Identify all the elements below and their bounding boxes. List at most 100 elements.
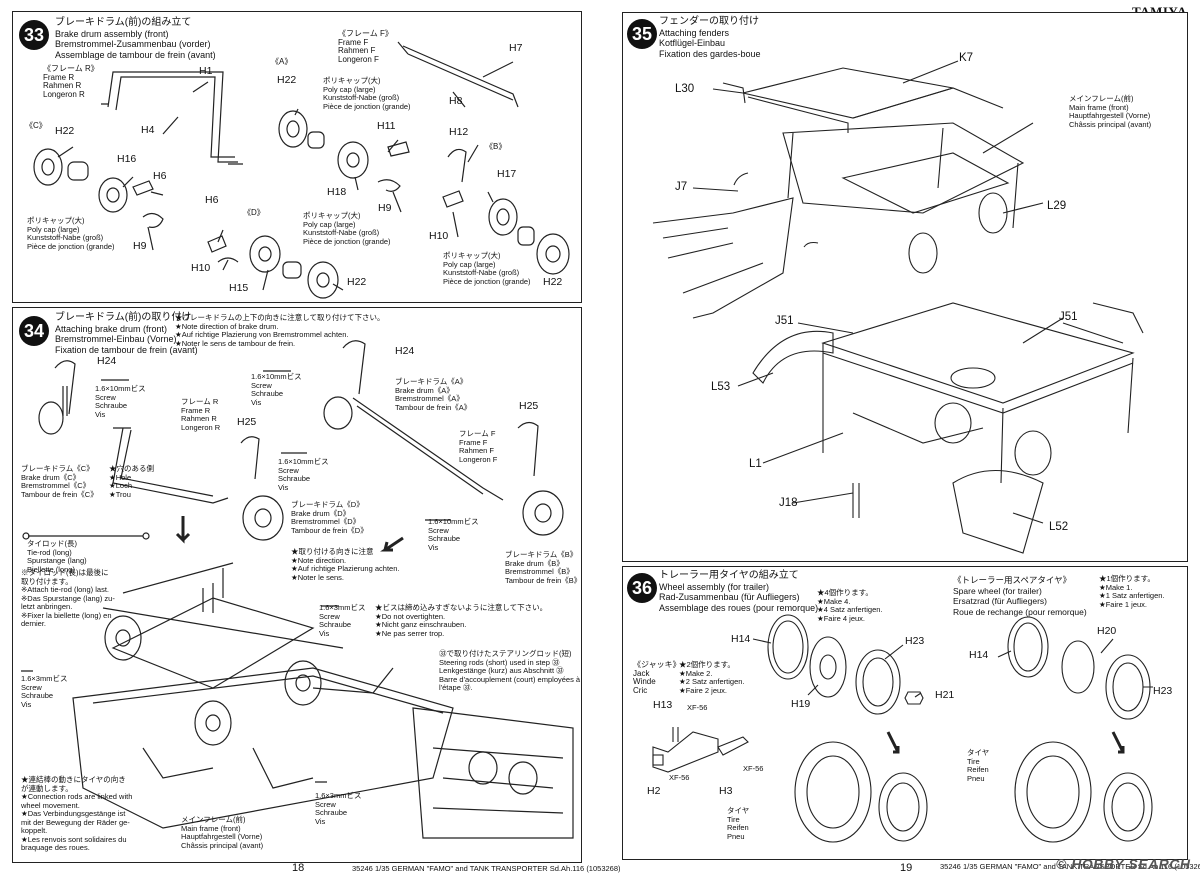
part-label-h24-left: H24 [97,355,117,367]
step-33-frame-f: 《フレーム F》 Frame F Rahmen F Longeron F [338,29,393,64]
part-label-j51-right: J51 [1059,311,1078,323]
step-36-title-de: Rad-Zusammenbau (für Aufliegers) [659,592,800,602]
step-34-illustration [21,340,574,839]
part-label-l1: L1 [749,458,762,470]
step-36-make-4: ★4個作ります。 ★Make 4. ★4 Satz anfertigen. ★F… [817,588,883,623]
part-label-a: 《A》 [271,57,293,66]
step-36-number: 36 [627,573,657,603]
step-34-drum-direction-note: ★ブレーキドラムの上下の向きに注意して取り付けて下さい。 ★Note direc… [175,313,385,348]
step-35-title-fr: Fixation des gardes-boue [659,48,761,59]
footer-left: 35246 1/35 GERMAN "FAMO" and TANK TRANSP… [352,864,621,873]
part-label-h23-spare: H23 [1153,685,1173,697]
step-34-screw-3-a: 1.6×3mmビス Screw Schraube Vis [319,603,366,638]
step-34-title-jp: ブレーキドラム(前)の取り付け [55,312,192,323]
part-label-h19: H19 [791,698,811,710]
step-33-polycap-b: ポリキャップ(大) Poly cap (large) Kunststoff-Na… [443,251,531,286]
part-label-h22-d: H22 [347,276,367,288]
step-34-screw-10-mid: 1.6×10mmビス Screw Schraube Vis [251,372,302,407]
step-34-drum-c: ブレーキドラム《C》 Brake drum《C》 Bremstrommel《C》… [21,464,98,499]
step-34-frame-r: フレーム R Frame R Rahmen R Longeron R [181,397,221,432]
step-35-number: 35 [627,19,657,49]
part-label-h20: H20 [1097,625,1117,637]
step-33-frame-r: 《フレーム R》 Frame R Rahmen R Longeron R [43,64,99,99]
part-label-h12: H12 [449,126,469,138]
step-34-screw-3-c: 1.6×3mmビス Screw Schraube Vis [315,791,362,826]
part-label-h11: H11 [377,120,396,132]
part-label-h2: H2 [647,785,661,797]
step-34-title: ブレーキドラム(前)の取り付け Attaching brake drum (fr… [55,312,198,355]
step-36-title: トレーラー用タイヤの組み立て Wheel assembly (for trail… [659,570,819,613]
step-33-title-en: Brake drum assembly (front) [55,28,169,39]
part-label-h6-d: H6 [205,194,219,206]
paint-xf56-b: XF-56 [669,773,690,782]
part-label-h22-a: H22 [277,74,297,86]
part-label-h25-left: H25 [237,416,257,428]
step-34-linked-note: ★連結棒の動きにタイヤの向き が連動します。 ★Connection rods … [21,775,133,852]
step-34-screw-10-b: 1.6×10mmビス Screw Schraube Vis [428,517,479,552]
step-34-screw-10-d: 1.6×10mmビス Screw Schraube Vis [278,457,329,492]
part-label-h18: H18 [327,186,347,198]
page-number-right: 19 [900,862,913,874]
step-33-polycap-c: ポリキャップ(大) Poly cap (large) Kunststoff-Na… [27,216,115,251]
step-33-title-jp: ブレーキドラム(前)の組み立て [55,17,192,28]
step-34-title-fr: Fixation de tambour de frein (avant) [55,344,198,355]
part-label-h3: H3 [719,785,733,797]
step-35-illustration [652,60,1144,554]
part-label-h25-right: H25 [519,400,539,412]
step-34-overtighten-note: ★ビスは締め込みすぎないように注意して下さい。 ★Do not overtigh… [375,603,548,638]
step-34-frame-f: フレーム F Frame F Rahmen F Longeron F [459,429,498,464]
step-34-drum-b: ブレーキドラム《B》 Brake drum《B》 Bremstrommel《B》… [505,550,582,585]
step-35-title-en: Attaching fenders [659,27,730,38]
step-33-polycap-a: ポリキャップ(大) Poly cap (large) Kunststoff-Na… [323,76,411,111]
step-36-make-1: ★1個作ります。 ★Make 1. ★1 Satz anfertigen. ★F… [1099,574,1165,609]
part-label-h16: H16 [117,153,137,165]
footer-right: 35246 1/35 GERMAN "FAMO" and TANK TRANSP… [940,862,1200,871]
hobby-search-watermark: © HOBBY SEARCH [1056,856,1191,872]
part-label-b: 《B》 [485,142,507,151]
step-36-tire-main: タイヤ Tire Reifen Pneu [727,806,750,841]
step-34-screw-10-left: 1.6×10mmビス Screw Schraube Vis [95,384,146,419]
step-36-make-2: ★2個作ります。 ★Make 2. ★2 Satz anfertigen. ★F… [679,660,745,695]
step-34-number: 34 [19,316,49,346]
step-34-title-en: Attaching brake drum (front) [55,323,168,334]
step-33-number: 33 [19,20,49,50]
part-label-h22-b: H22 [543,276,563,288]
step-34-title-de: Bremstrommel-Einbau (Vorne) [55,334,177,344]
part-label-h21: H21 [935,689,955,701]
step-34-drum-d: ブレーキドラム《D》 Brake drum《D》 Bremstrommel《D》… [291,500,368,535]
step-33-title-de: Bremstrommel-Zusammenbau (vorder) [55,39,211,49]
part-label-h17: H17 [497,168,517,180]
step-33-title: ブレーキドラム(前)の組み立て Brake drum assembly (fro… [55,17,216,60]
step-34-tie-rod-note: ※タイロッド(長)は最後に 取り付けます。 ※Attach tie-rod (l… [21,568,115,628]
step-34-panel: 34 ブレーキドラム(前)の取り付け Attaching brake drum … [12,307,582,863]
part-label-h14-main: H14 [731,633,751,645]
step-36-title-jp: トレーラー用タイヤの組み立て [659,570,799,581]
step-35-panel: 35 フェンダーの取り付け Attaching fenders Kotflüge… [622,12,1188,562]
step-35-main-frame: メインフレーム(前) Main frame (front) Hauptfahrg… [1069,94,1152,129]
part-label-h8: H8 [449,95,463,107]
step-36-jack-title: 《ジャッキ》 Jack Winde Cric [633,660,681,695]
part-label-j7: J7 [675,181,688,193]
step-36-tire-spare: タイヤ Tire Reifen Pneu [967,748,990,783]
part-label-c: 《C》 [25,121,47,130]
part-label-h10-d: H10 [191,262,211,274]
paint-xf56-a: XF-56 [687,703,708,712]
step-34-hole-note: ★穴のある側 ★Hole ★Loch ★Trou [109,464,154,499]
step-36-title-fr: Assemblage des roues (pour remorque) [659,602,819,613]
step-36-panel: 36 トレーラー用タイヤの組み立て Wheel assembly (for tr… [622,566,1188,860]
step-33-title-fr: Assemblage de tambour de frein (avant) [55,49,216,60]
page-number-left: 18 [292,862,305,874]
step-35-title-de: Kotflügel-Einbau [659,38,726,48]
part-label-h4: H4 [141,124,155,136]
step-33-panel: 33 ブレーキドラム(前)の組み立て Brake drum assembly (… [12,11,582,303]
step-35-title-jp: フェンダーの取り付け [659,16,759,27]
part-label-h23-main: H23 [905,635,925,647]
part-label-h24-right: H24 [395,345,415,357]
part-label-h14-spare: H14 [969,649,989,661]
part-label-h22-c: H22 [55,125,75,137]
step-34-direction-note: ★取り付ける向きに注意 ★Note direction. ★Auf richti… [291,547,400,582]
part-label-j18: J18 [779,497,798,509]
part-label-h13: H13 [653,699,673,711]
part-label-h15: H15 [229,282,249,294]
step-34-steering-note: ㉝で取り付けたステアリングロッド(短) Steering rods (short… [439,649,581,692]
